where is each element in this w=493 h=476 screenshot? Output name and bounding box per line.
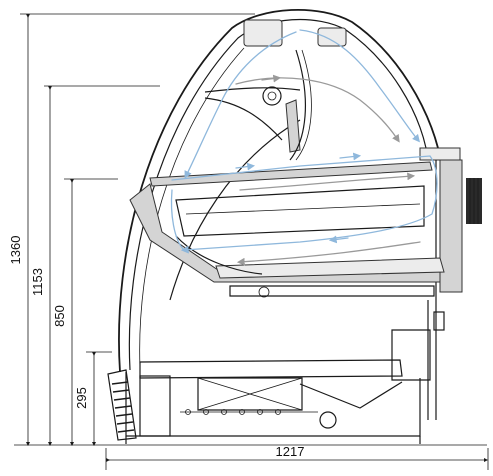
dimension-lines <box>14 13 489 470</box>
top-hinge-assembly <box>204 19 347 161</box>
display-shelves <box>129 161 445 298</box>
dimension-label-295: 295 <box>74 387 89 409</box>
rear-frame <box>419 147 482 420</box>
lower-body <box>125 311 445 444</box>
return-air-flow <box>235 74 421 266</box>
dimension-label-1153: 1153 <box>30 268 45 296</box>
dimension-label-1360: 1360 <box>8 236 23 265</box>
dimension-label-850: 850 <box>52 305 67 327</box>
cold-air-flow <box>170 29 438 254</box>
front-grille <box>107 369 137 441</box>
case-shell <box>118 9 439 373</box>
dimension-label-1217: 1217 <box>276 444 305 459</box>
